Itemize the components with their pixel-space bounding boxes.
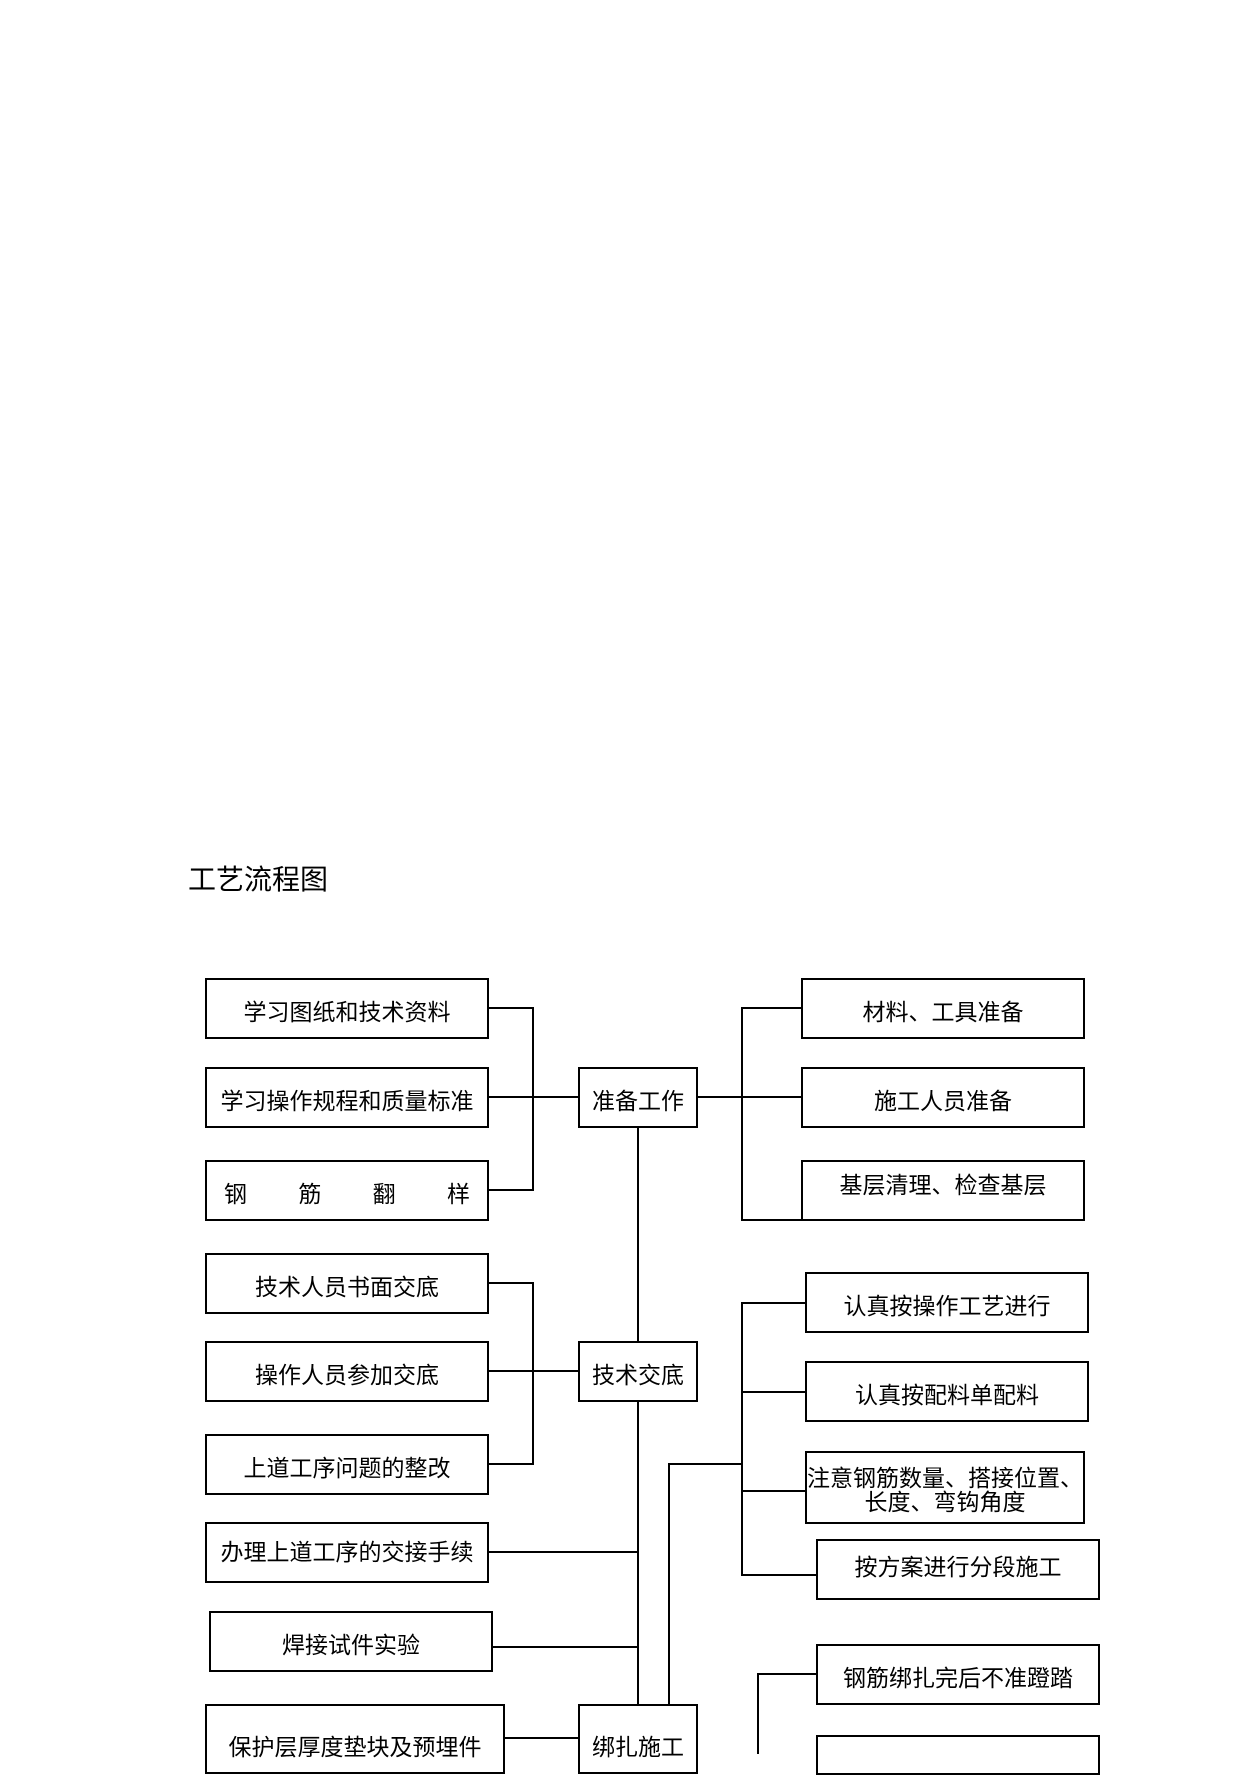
node-rebar-layout: 钢 筋 翻 样 xyxy=(205,1160,489,1221)
node-no-trampling: 钢筋绑扎完后不准蹬踏 xyxy=(816,1644,1100,1705)
node-prep-work: 准备工作 xyxy=(578,1067,698,1128)
connector-line xyxy=(741,1302,805,1304)
node-study-drawings: 学习图纸和技术资料 xyxy=(205,978,489,1039)
node-segment-construction: 按方案进行分段施工 xyxy=(816,1539,1100,1600)
node-prev-rectify: 上道工序问题的整改 xyxy=(205,1434,489,1495)
connector-line xyxy=(741,1391,805,1393)
node-base-cleanup: 基层清理、检查基层 xyxy=(801,1160,1085,1221)
connector-line xyxy=(668,1463,670,1704)
connector-line xyxy=(637,1128,639,1341)
connector-line xyxy=(741,1574,816,1576)
node-cover-blocks: 保护层厚度垫块及预埋件 xyxy=(205,1704,505,1774)
page-title: 工艺流程图 xyxy=(188,863,329,896)
connector-line xyxy=(741,1007,801,1009)
attention-line-1: 注意钢筋数量、搭接位置、 xyxy=(807,1465,1083,1492)
node-written-briefing: 技术人员书面交底 xyxy=(205,1253,489,1314)
connector-line xyxy=(741,1490,805,1492)
connector-line xyxy=(489,1463,533,1465)
connector-line xyxy=(757,1673,816,1675)
connector-line xyxy=(741,1219,801,1221)
node-materials-tools: 材料、工具准备 xyxy=(801,978,1085,1039)
node-process-craft: 认真按操作工艺进行 xyxy=(805,1272,1089,1333)
attention-line-2: 长度、弯钩角度 xyxy=(864,1489,1026,1516)
node-attention: 注意钢筋数量、搭接位置、 长度、弯钩角度 xyxy=(805,1451,1085,1524)
node-study-procedures: 学习操作规程和质量标准 xyxy=(205,1067,489,1128)
connector-line xyxy=(668,1463,742,1465)
connector-line xyxy=(637,1402,639,1704)
connector-line xyxy=(741,1007,743,1219)
node-binding: 绑扎施工 xyxy=(578,1704,698,1774)
node-tech-briefing: 技术交底 xyxy=(578,1341,698,1402)
connector-line xyxy=(489,1551,637,1553)
connector-line xyxy=(698,1096,801,1098)
node-personnel: 施工人员准备 xyxy=(801,1067,1085,1128)
connector-line xyxy=(489,1007,533,1009)
node-process-list: 认真按配料单配料 xyxy=(805,1361,1089,1422)
connector-line xyxy=(489,1282,533,1284)
node-bottom-right-partial xyxy=(816,1735,1100,1775)
connector-line xyxy=(505,1737,578,1739)
connector-line xyxy=(757,1673,759,1754)
node-weld-test: 焊接试件实验 xyxy=(209,1611,493,1672)
connector-line xyxy=(741,1302,743,1576)
node-operators-briefing: 操作人员参加交底 xyxy=(205,1341,489,1402)
connector-line xyxy=(489,1189,533,1191)
connector-line xyxy=(532,1282,534,1465)
node-handover: 办理上道工序的交接手续 xyxy=(205,1522,489,1583)
connector-line xyxy=(493,1646,637,1648)
connector-line xyxy=(532,1007,534,1191)
